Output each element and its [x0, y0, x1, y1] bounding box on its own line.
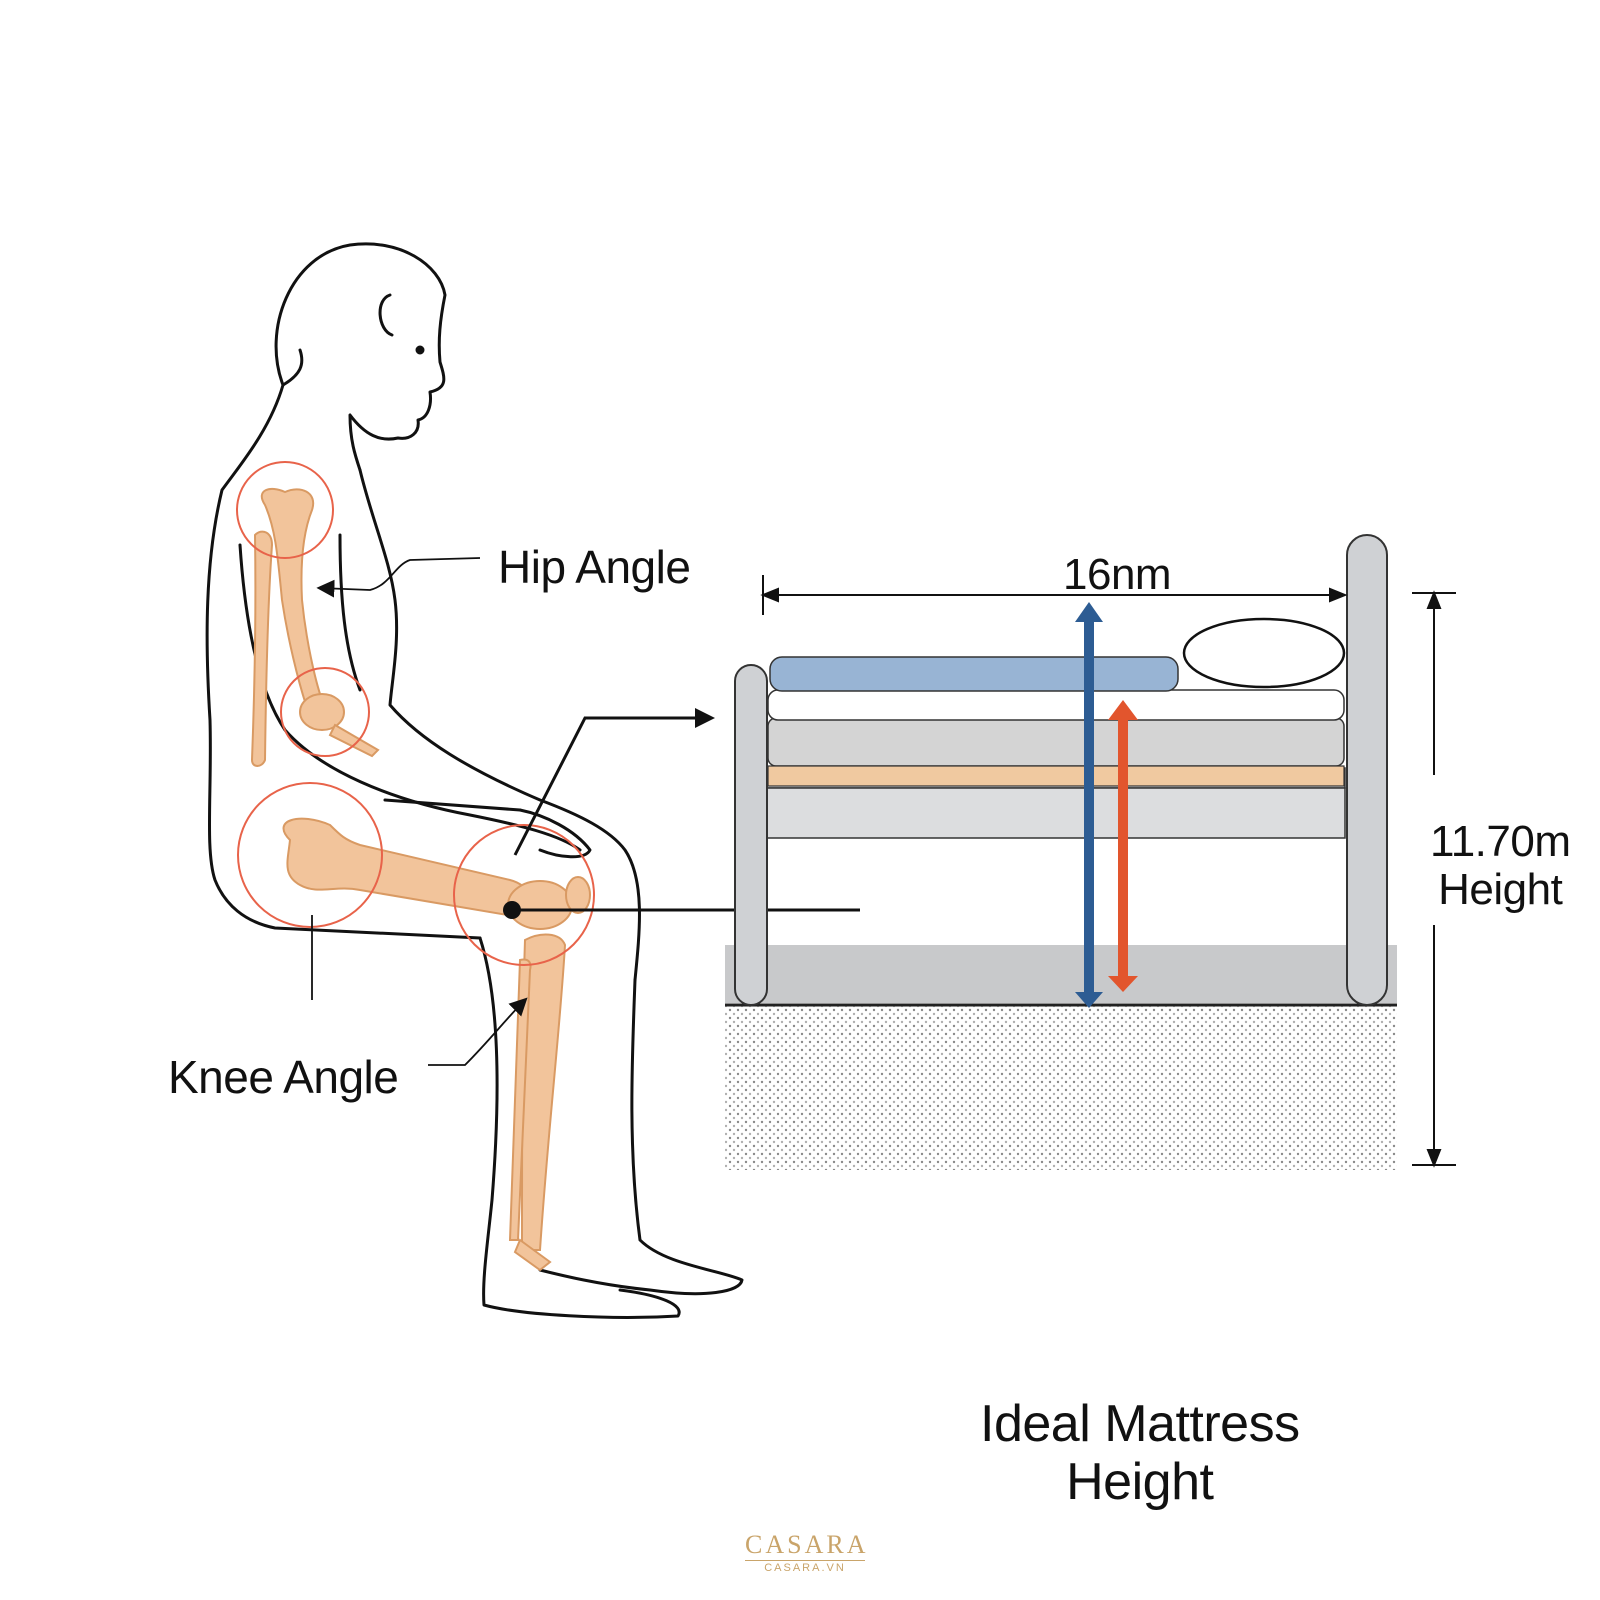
patella: [565, 876, 591, 914]
head-outline: [274, 242, 447, 472]
seated-person-illustration: [205, 242, 744, 1319]
floor-dotted: [725, 1005, 1397, 1170]
leader-lines: [311, 557, 528, 1066]
title-line-2: Height: [1066, 1453, 1214, 1511]
hand-outline: [518, 808, 592, 859]
bed-base-shadow: [725, 945, 1397, 1003]
eye: [415, 345, 425, 355]
height-value: 11.70m: [1430, 817, 1571, 866]
title-line-1: Ideal Mattress: [980, 1395, 1300, 1453]
arm-outline: [238, 543, 582, 852]
blue-height-arrow: [1075, 602, 1103, 1008]
hand-bones: [328, 723, 380, 758]
hip-ring: [237, 782, 383, 928]
knee-ring: [453, 824, 595, 966]
bed-illustration: [725, 534, 1456, 1170]
knee-angle-label: Knee Angle: [168, 1051, 399, 1103]
footboard-post: [734, 664, 768, 1006]
femur-bone: [282, 817, 534, 920]
mattress-grey-layer: [767, 717, 1345, 767]
mattress-blue-topper: [769, 656, 1179, 692]
logo-sub-text: CASARA.VN: [745, 1560, 865, 1574]
width-dimension: [760, 575, 1348, 615]
mattress-tan-layer: [767, 765, 1345, 787]
bed-rail-bottom: [764, 787, 1346, 839]
elbow-joint: [299, 693, 345, 731]
bones: [250, 487, 591, 1272]
elbow-ring: [280, 667, 370, 757]
diagram-title: Ideal Mattress Height: [980, 1395, 1300, 1511]
chest-outline: [358, 468, 641, 982]
ear-outline: [378, 293, 394, 337]
casara-logo: CASARA CASARA.VN: [745, 1532, 865, 1574]
joint-rings: [236, 461, 595, 966]
bed-pointer-arrow: [513, 708, 715, 856]
hip-angle-leader: [316, 557, 481, 598]
foot-bones: [513, 1238, 552, 1272]
leg-back-outline: [478, 936, 681, 1319]
logo-main-text: CASARA: [745, 1530, 869, 1559]
orange-height-arrow: [1108, 700, 1138, 992]
humerus-bone: [260, 487, 324, 707]
headboard-post: [1346, 534, 1388, 1006]
thigh-top-line: [383, 798, 522, 812]
height-dimension: [1412, 590, 1456, 1168]
hair-line: [281, 348, 304, 387]
pillow: [1182, 617, 1346, 689]
forearm-outline: [338, 533, 362, 692]
radius-bone: [250, 530, 274, 767]
height-dimension-label: 11.70m Height: [1430, 818, 1571, 914]
height-word: Height: [1438, 865, 1563, 914]
knee-height-line: [503, 901, 860, 919]
knee-angle-leader: [428, 997, 528, 1066]
shoulder-ring: [236, 461, 334, 559]
mattress-white-layer: [767, 689, 1345, 721]
leg-front-outline: [538, 978, 744, 1296]
back-outline: [205, 383, 482, 940]
width-dimension-label: 16nm: [1063, 550, 1172, 599]
hip-angle-label: Hip Angle: [498, 541, 691, 593]
